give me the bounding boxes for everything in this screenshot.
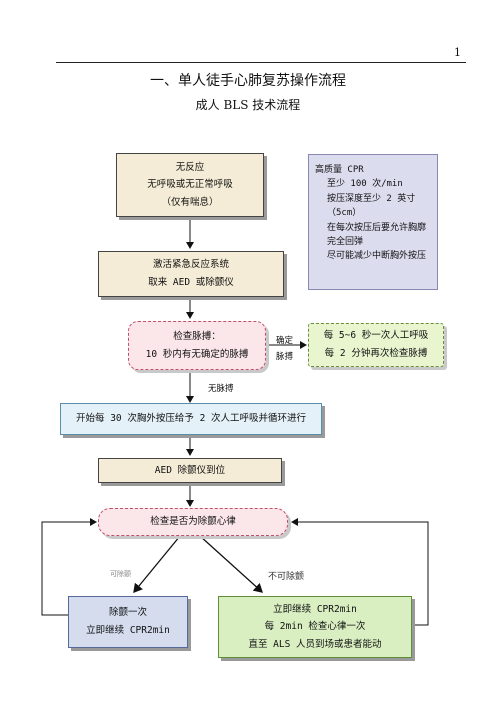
unresponsive-label: 无反应 [175,161,205,173]
page-title: 一、单人徒手心肺复苏操作流程 [150,73,346,89]
cpr-quality-item: 尽可能减少中断胸外按压 [327,251,427,262]
continue-cpr-label: 立即继续 CPR2min [273,603,357,615]
arrow-to-shock [133,535,181,594]
header-rule [56,62,466,63]
gasping-label: （仅有喘息） [161,196,219,208]
loop-right [291,518,429,626]
aed-arrives-label: AED 除颤仪到位 [154,464,226,476]
page-subtitle: 成人 BLS 技术流程 [195,98,301,112]
cpr-quality-panel: 高质量 CPR 至少 100 次/min 按压深度至少 2 英寸（5cm） 在每… [308,154,438,290]
cpr-cycle-box: 开始每 30 次胸外按压给予 2 次人工呼吸并循环进行 [60,403,322,435]
pulse-check-box: 检查脉搏： 10 秒内有无确定的脉搏 [128,321,266,370]
aed-arrives-box: AED 除颤仪到位 [98,458,282,483]
until-als-label: 直至 ALS 人员到场或患者能动 [248,638,382,650]
non-shockable-label: 不可除颤 [268,572,305,582]
get-aed-label: 取来 AED 或除颤仪 [148,277,234,288]
resume-cpr-label: 立即继续 CPR2min [86,625,170,636]
activate-ems-label: 激活紧急反应系统 [152,259,229,271]
cpr-cycle-label: 开始每 30 次胸外按压给予 2 次人工呼吸并循环进行 [75,413,307,425]
page-number: 1 [454,46,461,59]
pulse-check-detail: 10 秒内有无确定的脉搏 [145,348,249,360]
cpr-quality-item: 在每次按压后要允许胸廓完全回弹 [327,222,427,247]
rescue-breath-interval: 每 5~6 秒一次人工呼吸 [323,330,429,342]
no-breathing-label: 无呼吸或无正常呼吸 [147,179,233,191]
no-pulse-label: 无脉搏 [208,384,234,394]
rhythm-check-label: 检查是否为除颤心律 [150,516,236,528]
pulse-check-label: 检查脉搏： [173,330,221,342]
unresponsive-box: 无反应 无呼吸或无正常呼吸 （仅有喘息） [116,153,264,217]
pulse-confirmed-label: 确定 脉搏 [276,336,294,363]
shock-box: 除颤一次 立即继续 CPR2min [68,596,188,648]
shockable-label: 可除颤 [110,570,131,578]
loop-left [41,518,97,616]
shock-once-label: 除颤一次 [108,607,147,619]
rhythm-check-box: 检查是否为除颤心律 [98,508,288,536]
rescue-breathing-box: 每 5~6 秒一次人工呼吸 每 2 分钟再次检查脉搏 [308,323,444,367]
arrow-to-continue [199,535,263,593]
cpr-quality-item: 至少 100 次/min [327,179,403,190]
activate-ems-box: 激活紧急反应系统 取来 AED 或除颤仪 [98,251,284,297]
cpr-quality-item: 按压深度至少 2 英寸（5cm） [327,193,416,219]
continue-cpr-box: 立即继续 CPR2min 每 2min 检查心律一次 直至 ALS 人员到场或患… [218,596,412,658]
rescue-pulse-recheck: 每 2 分钟再次检查脉搏 [324,348,428,359]
rhythm-recheck-label: 每 2min 检查心律一次 [264,621,366,633]
cpr-quality-title: 高质量 CPR [315,165,364,175]
